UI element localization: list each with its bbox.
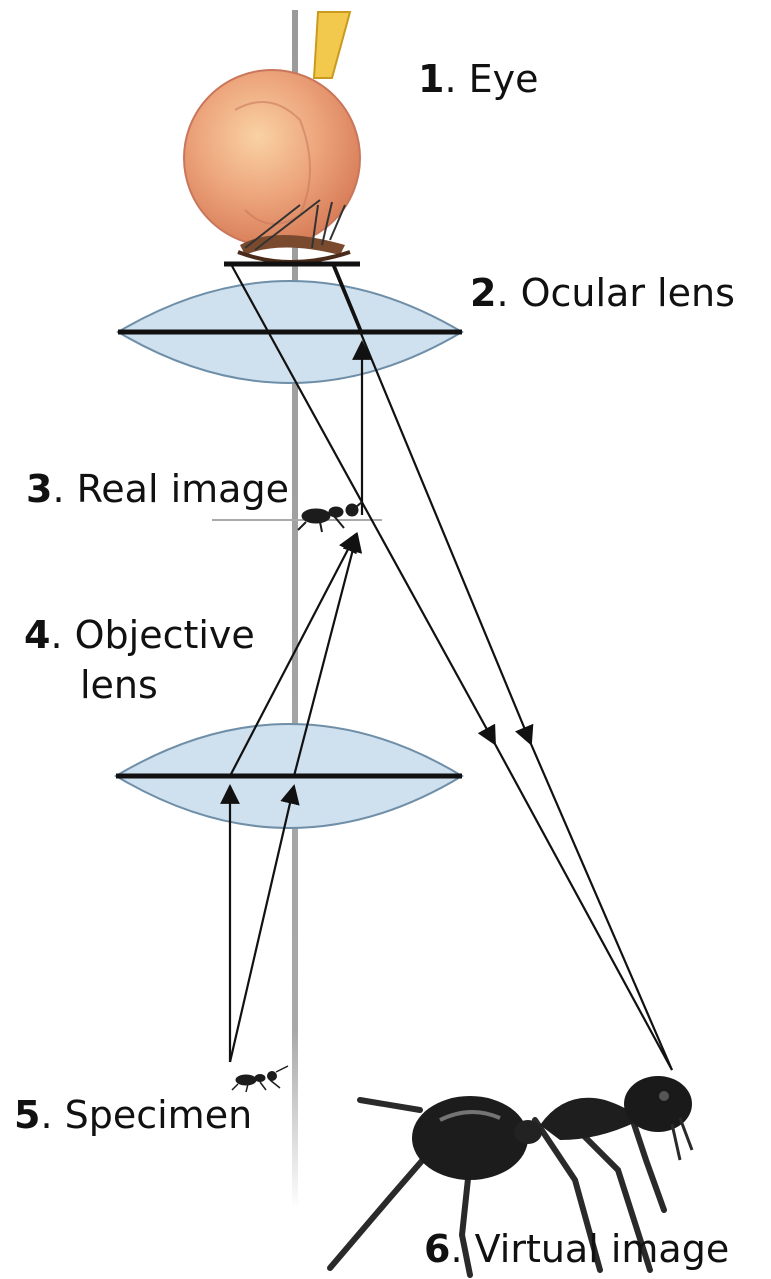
ray-ocular-to-eye (332, 263, 364, 333)
ant-petiole (514, 1120, 542, 1144)
optic-nerve (312, 11, 352, 79)
real-image-ant (297, 501, 363, 533)
label-real-image: 3. Real image (26, 467, 289, 511)
label-objective-lens: 4. Objective (24, 613, 255, 657)
ray-virtual-2 (331, 265, 534, 746)
light-rays (220, 263, 674, 1071)
ray-objective-1 (229, 532, 357, 777)
eye-illustration (183, 11, 361, 264)
ray-virtual-2b (529, 743, 674, 1071)
ray-virtual-1 (231, 265, 496, 746)
ant-highlight (439, 1109, 501, 1122)
ocular-lens (116, 280, 464, 384)
label-eye: 1. Eye (418, 57, 539, 101)
eye-inner-structure (234, 101, 311, 225)
ray-virtual-1b (494, 743, 673, 1071)
objective-lens (114, 723, 464, 829)
ant-legs (327, 1097, 667, 1278)
ray-objective-2 (292, 532, 363, 777)
ant-eye (659, 1091, 669, 1101)
optical-axis (292, 10, 298, 1210)
eye-lashes (244, 199, 346, 251)
label-ocular-lens: 2. Ocular lens (470, 271, 735, 315)
eyeball (183, 69, 361, 247)
ant-head (624, 1076, 692, 1132)
specimen-ant (231, 1065, 289, 1093)
label-specimen: 5. Specimen (14, 1093, 252, 1137)
ant-antennae (670, 1117, 694, 1161)
label-virtual-image: 6. Virtual image (424, 1227, 729, 1271)
label-objective-lens-line2: lens (80, 663, 158, 707)
ant-thorax (540, 1097, 640, 1140)
ant-gaster (412, 1096, 528, 1180)
iris (240, 235, 345, 255)
ray-specimen-2 (228, 784, 300, 1063)
virtual-image-ant (327, 1076, 694, 1278)
